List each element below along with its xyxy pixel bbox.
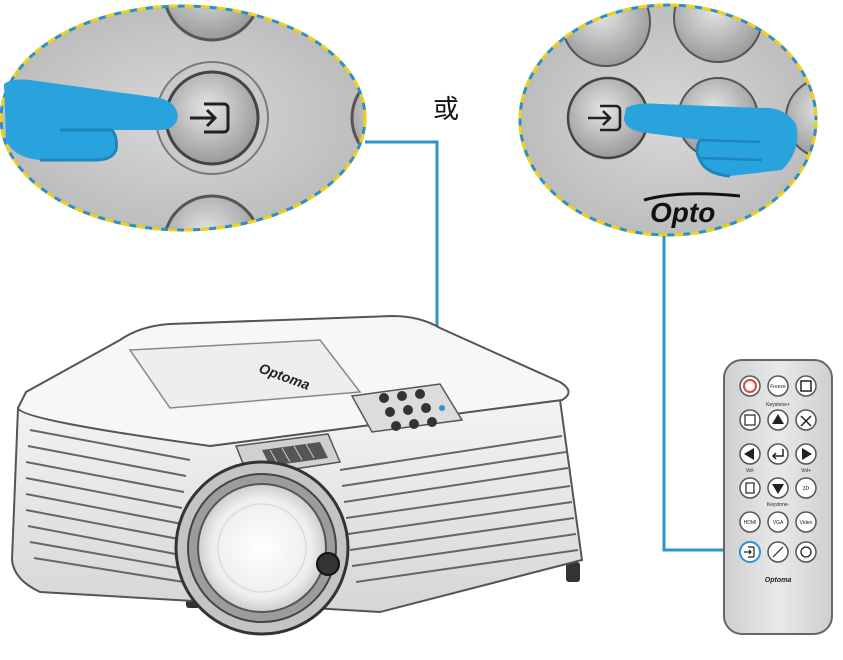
- input-source-icon: [190, 102, 230, 134]
- aspect-icon: [744, 414, 756, 426]
- remote-3d-label: 3D: [803, 486, 810, 492]
- remote-keystone-top-label: Keystone+: [766, 402, 790, 408]
- projector-vents-left: [25, 429, 197, 585]
- remote-3d-button: [795, 477, 817, 499]
- remote-control: Freeze Keystone+ Vol- Vol+ 3D Keystone- …: [723, 359, 833, 635]
- keypad-button-right: [350, 68, 365, 168]
- mode-icon: [772, 546, 784, 558]
- zoom-bubble-right-border-yellow: [518, 3, 818, 237]
- remote-keystone-bottom-label: Keystone-: [767, 502, 790, 508]
- remote-input-source-icon: [588, 104, 622, 132]
- remote-vga-label: VGA: [773, 520, 784, 526]
- remote-power-button: [739, 375, 761, 397]
- power-icon: [743, 379, 757, 393]
- arrow-left-icon: [744, 448, 754, 460]
- pointing-hand-right-icon: [624, 103, 798, 178]
- projector-top-panel: [128, 339, 362, 409]
- remote-resync-button: [795, 541, 817, 563]
- zoom-bubble-left-border-yellow: [0, 4, 367, 232]
- menu-icon: [745, 482, 755, 494]
- keypad-button-bottom: [162, 194, 262, 230]
- arrow-down-icon: [772, 484, 784, 494]
- keypad-button-top: [162, 6, 262, 42]
- resync-icon: [800, 546, 812, 558]
- remote-hdmi-button: [739, 511, 761, 533]
- projector-lens: [174, 460, 350, 636]
- projector-keypad: [350, 383, 464, 433]
- remote-aspect-button: [739, 409, 761, 431]
- pointing-hand-left-icon: [4, 79, 178, 162]
- remote-video-label: Video: [800, 520, 813, 526]
- remote-source-icon: [744, 546, 755, 558]
- mute-icon: [800, 415, 812, 427]
- remote-enter-button: [767, 443, 789, 465]
- connector-line-remote: [662, 236, 747, 552]
- remote-vol-minus-label: Vol-: [746, 468, 755, 474]
- enter-icon: [771, 449, 784, 460]
- blank-screen-icon: [800, 380, 812, 392]
- zoom-bubble-projector-keypad: [0, 4, 367, 232]
- remote-freeze-label: Freeze: [770, 384, 786, 390]
- arrow-up-icon: [772, 414, 784, 424]
- zoom-bubble-remote-detail: Opto: [518, 3, 818, 237]
- remote-hdmi-label: HDMI: [744, 520, 757, 526]
- remote-vga-button: [767, 511, 789, 533]
- remote-blank-button: [795, 375, 817, 397]
- remote-freeze-button: [767, 375, 789, 397]
- arrow-right-icon: [802, 448, 812, 460]
- projector-foot-right: [566, 562, 580, 582]
- projector-ir-sensor: [316, 552, 340, 576]
- projector: Optoma: [10, 314, 584, 636]
- or-label: 或: [433, 95, 459, 125]
- connector-line-keypad: [365, 140, 439, 402]
- remote-zoom-brand-text: Opto: [650, 197, 715, 228]
- remote-menu-button: [739, 477, 761, 499]
- remote-vol-plus-label: Vol+: [801, 468, 811, 474]
- remote-brand-text: Optoma: [765, 577, 792, 584]
- projector-vents-right: [339, 435, 579, 583]
- remote-video-button: [795, 511, 817, 533]
